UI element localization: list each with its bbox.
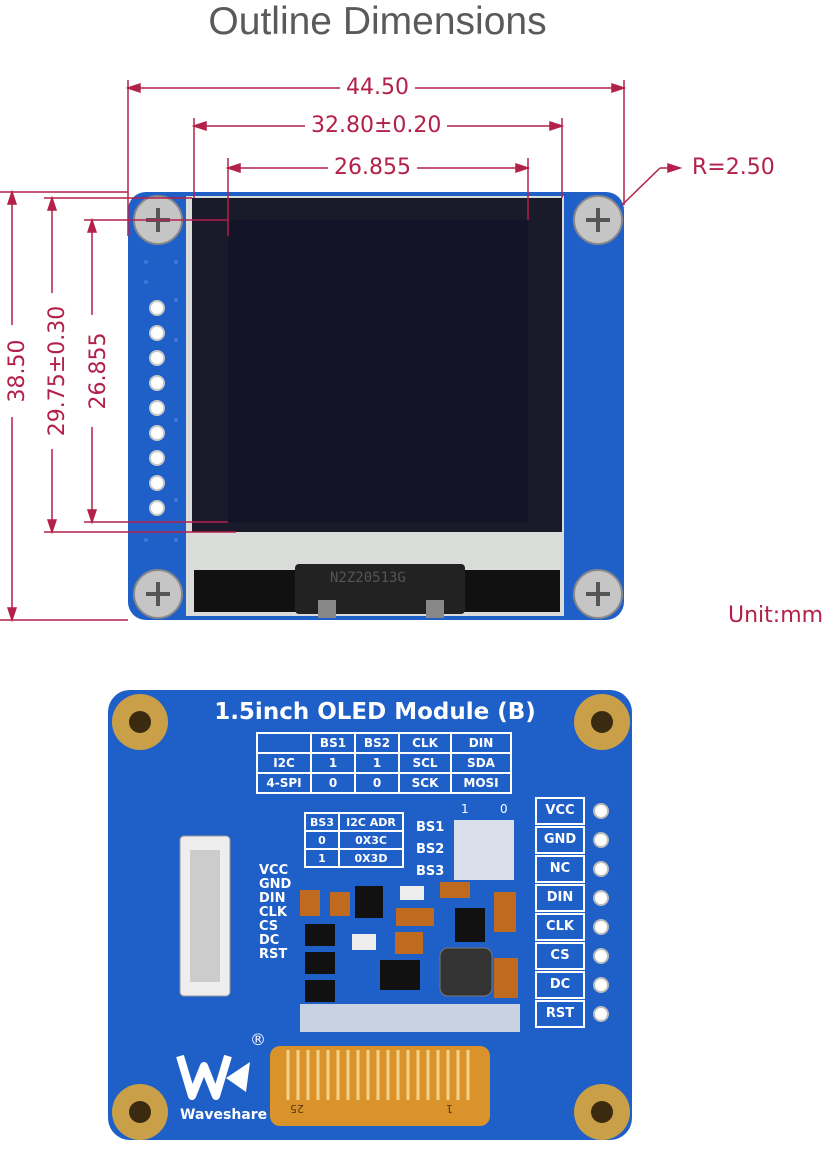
waveshare-logo-icon: [176, 1054, 250, 1100]
registered-mark: ®: [250, 1030, 266, 1049]
active-area: [228, 220, 528, 522]
header-pin-din: DIN: [535, 884, 585, 912]
addr-table-cell: 0X3D: [338, 848, 404, 868]
back-header-pins: [593, 803, 609, 1022]
screw-bottom-right-icon: [573, 569, 623, 619]
connector-pin-vcc: VCC: [259, 863, 289, 878]
header-pin-vcc: VCC: [535, 797, 585, 825]
fpc-traces: [286, 1050, 470, 1100]
header-pin-dc: DC: [535, 971, 585, 999]
bs-table-cell: I2C: [256, 752, 312, 774]
connector-pin-dc: DC: [259, 933, 280, 948]
bs-table-header: [256, 732, 312, 754]
bs-table-cell: 4-SPI: [256, 772, 312, 794]
fpc-cable: [270, 1046, 490, 1126]
jumper-col-1: 1: [461, 802, 469, 816]
brass-standoff-icon: [112, 694, 630, 1140]
bs-table-cell: SCK: [398, 772, 452, 794]
jumper-label-bs1: BS1: [416, 820, 445, 835]
fpc-number-25: 25: [290, 1102, 304, 1115]
pcb-vias: [144, 260, 178, 542]
addr-table-header: BS3: [304, 812, 340, 832]
header-pin-clk: CLK: [535, 913, 585, 941]
bs-mode-table: BS1 BS2 CLK DIN I2C 1 1 SCL SDA 4-SPI 0 …: [256, 732, 512, 794]
connector-pin-rst: RST: [259, 947, 288, 962]
bs-table-cell: 1: [354, 752, 400, 774]
display-width-label: 32.80±0.20: [305, 113, 448, 139]
jumper-col-0: 0: [500, 802, 508, 816]
connector-pin-cs: CS: [259, 919, 279, 934]
front-header-pins: [149, 300, 165, 516]
screw-top-right-icon: [573, 195, 623, 245]
bs-table-cell: 1: [310, 752, 356, 774]
bs-table-cell: 0: [354, 772, 400, 794]
screw-bottom-left-icon: [133, 569, 183, 619]
smd-components: [300, 820, 520, 1032]
bs-table-cell: SDA: [450, 752, 512, 774]
bs-table-header: DIN: [450, 732, 512, 754]
bs-table-header: CLK: [398, 732, 452, 754]
unit-label: Unit:mm: [728, 603, 824, 628]
bs-table-cell: 0: [310, 772, 356, 794]
brand-name: Waveshare: [180, 1107, 268, 1123]
fpc-number-1: 1: [446, 1102, 453, 1115]
addr-table-header: I2C ADR: [338, 812, 404, 832]
active-width-label: 26.855: [328, 155, 417, 181]
i2c-address-table: BS3 I2C ADR 0 0X3C 1 0X3D: [304, 812, 404, 868]
addr-table-cell: 0X3C: [338, 830, 404, 850]
back-title: 1.5inch OLED Module (B): [214, 699, 536, 725]
flex-marking: N2Z20513G: [330, 570, 406, 586]
header-pin-cs: CS: [535, 942, 585, 970]
jumper-label-bs2: BS2: [416, 842, 445, 857]
overall-width-label: 44.50: [340, 75, 415, 101]
addr-table-cell: 0: [304, 830, 340, 850]
flex-cable: [295, 564, 465, 614]
connector-pin-din: DIN: [259, 891, 286, 906]
addr-table-cell: 1: [304, 848, 340, 868]
header-pin-rst: RST: [535, 1000, 585, 1028]
corner-radius-label: R=2.50: [692, 155, 775, 180]
page-title: Outline Dimensions: [208, 0, 547, 43]
header-pin-gnd: GND: [535, 826, 585, 854]
bs-table-header: BS1: [310, 732, 356, 754]
connector-pin-gnd: GND: [259, 877, 292, 892]
jumper-label-bs3: BS3: [416, 864, 445, 879]
bs-table-header: BS2: [354, 732, 400, 754]
front-module-drawing: [0, 80, 683, 623]
bs-table-cell: MOSI: [450, 772, 512, 794]
header-pin-nc: NC: [535, 855, 585, 883]
bs-table-cell: SCL: [398, 752, 452, 774]
connector-pin-clk: CLK: [259, 905, 287, 920]
